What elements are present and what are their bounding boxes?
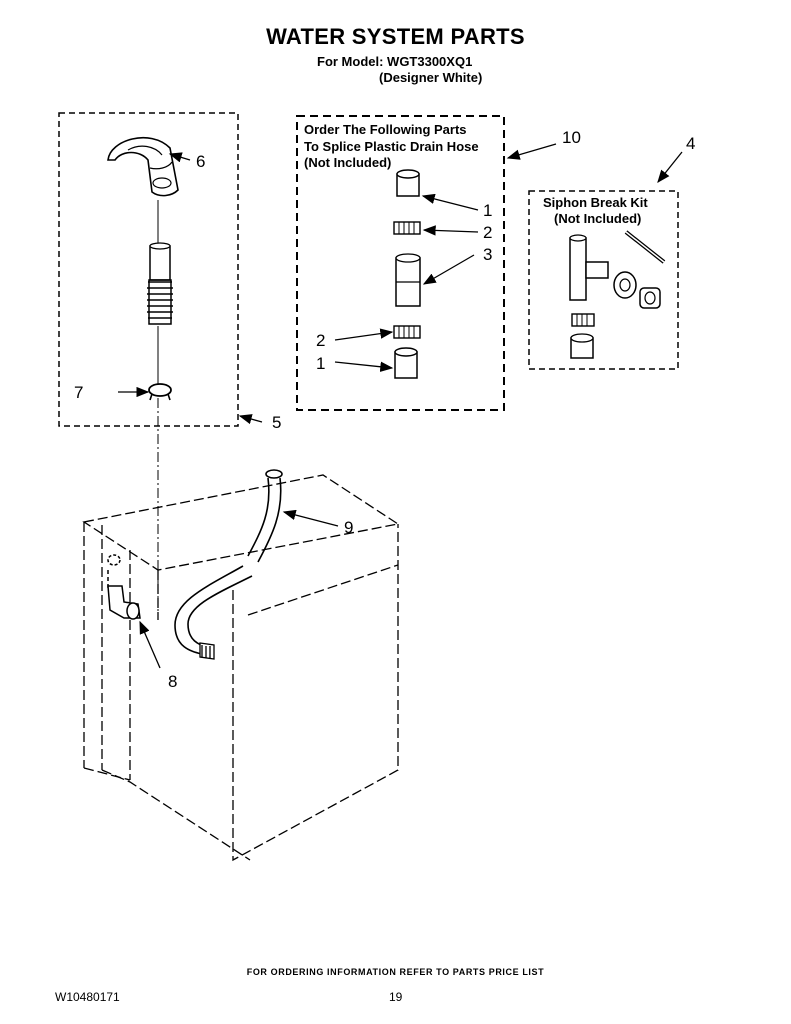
splice-box-line2: To Splice Plastic Drain Hose <box>304 139 479 154</box>
splice-clamp-bottom <box>393 325 421 339</box>
callout-4: 4 <box>686 134 696 153</box>
callout-2-bottom: 2 <box>316 331 326 350</box>
splice-coupler <box>395 253 421 307</box>
siphon-cable-tie <box>624 230 666 264</box>
siphon-tee <box>569 234 609 301</box>
callout-10: 10 <box>562 128 581 147</box>
drain-hose-segment <box>147 242 173 325</box>
callout-3: 3 <box>483 245 493 264</box>
page-number: 19 <box>389 990 403 1004</box>
siphon-clamp <box>571 313 595 327</box>
washer-cabinet <box>82 474 400 862</box>
splice-box-line1: Order The Following Parts <box>304 122 467 137</box>
callout-7: 7 <box>74 383 84 402</box>
variant-line: (Designer White) <box>379 70 483 85</box>
callout-5: 5 <box>272 413 282 432</box>
callout-1-top: 1 <box>483 201 493 220</box>
siphon-box-line2: (Not Included) <box>554 211 642 226</box>
inlet-hose <box>174 469 283 656</box>
splice-connector-bottom <box>394 347 418 379</box>
hose-fitting <box>199 642 215 660</box>
siphon-kit-box <box>528 190 679 370</box>
hose-clamp <box>148 383 172 401</box>
callout-8: 8 <box>168 672 178 691</box>
splice-box-line3: (Not Included) <box>304 155 392 170</box>
hose-hanger-clip <box>107 137 179 197</box>
model-line: For Model: WGT3300XQ1 <box>317 54 473 69</box>
document-number: W10480171 <box>55 990 120 1004</box>
callout-9: 9 <box>344 518 354 537</box>
page-title: WATER SYSTEM PARTS <box>266 24 525 49</box>
callout-1-bottom: 1 <box>316 354 326 373</box>
splice-clamp-top <box>393 221 421 235</box>
splice-parts-box <box>296 115 505 411</box>
callout-2-top: 2 <box>483 223 493 242</box>
callout-6: 6 <box>196 152 206 171</box>
splice-connector-top <box>396 169 420 197</box>
siphon-box-line1: Siphon Break Kit <box>543 195 648 210</box>
siphon-coupling <box>570 333 594 359</box>
hose-assembly-box <box>58 112 239 427</box>
siphon-nut <box>613 271 637 299</box>
ordering-note: FOR ORDERING INFORMATION REFER TO PARTS … <box>246 967 545 977</box>
water-inlet-valve <box>107 554 141 620</box>
siphon-fitting <box>639 287 661 309</box>
